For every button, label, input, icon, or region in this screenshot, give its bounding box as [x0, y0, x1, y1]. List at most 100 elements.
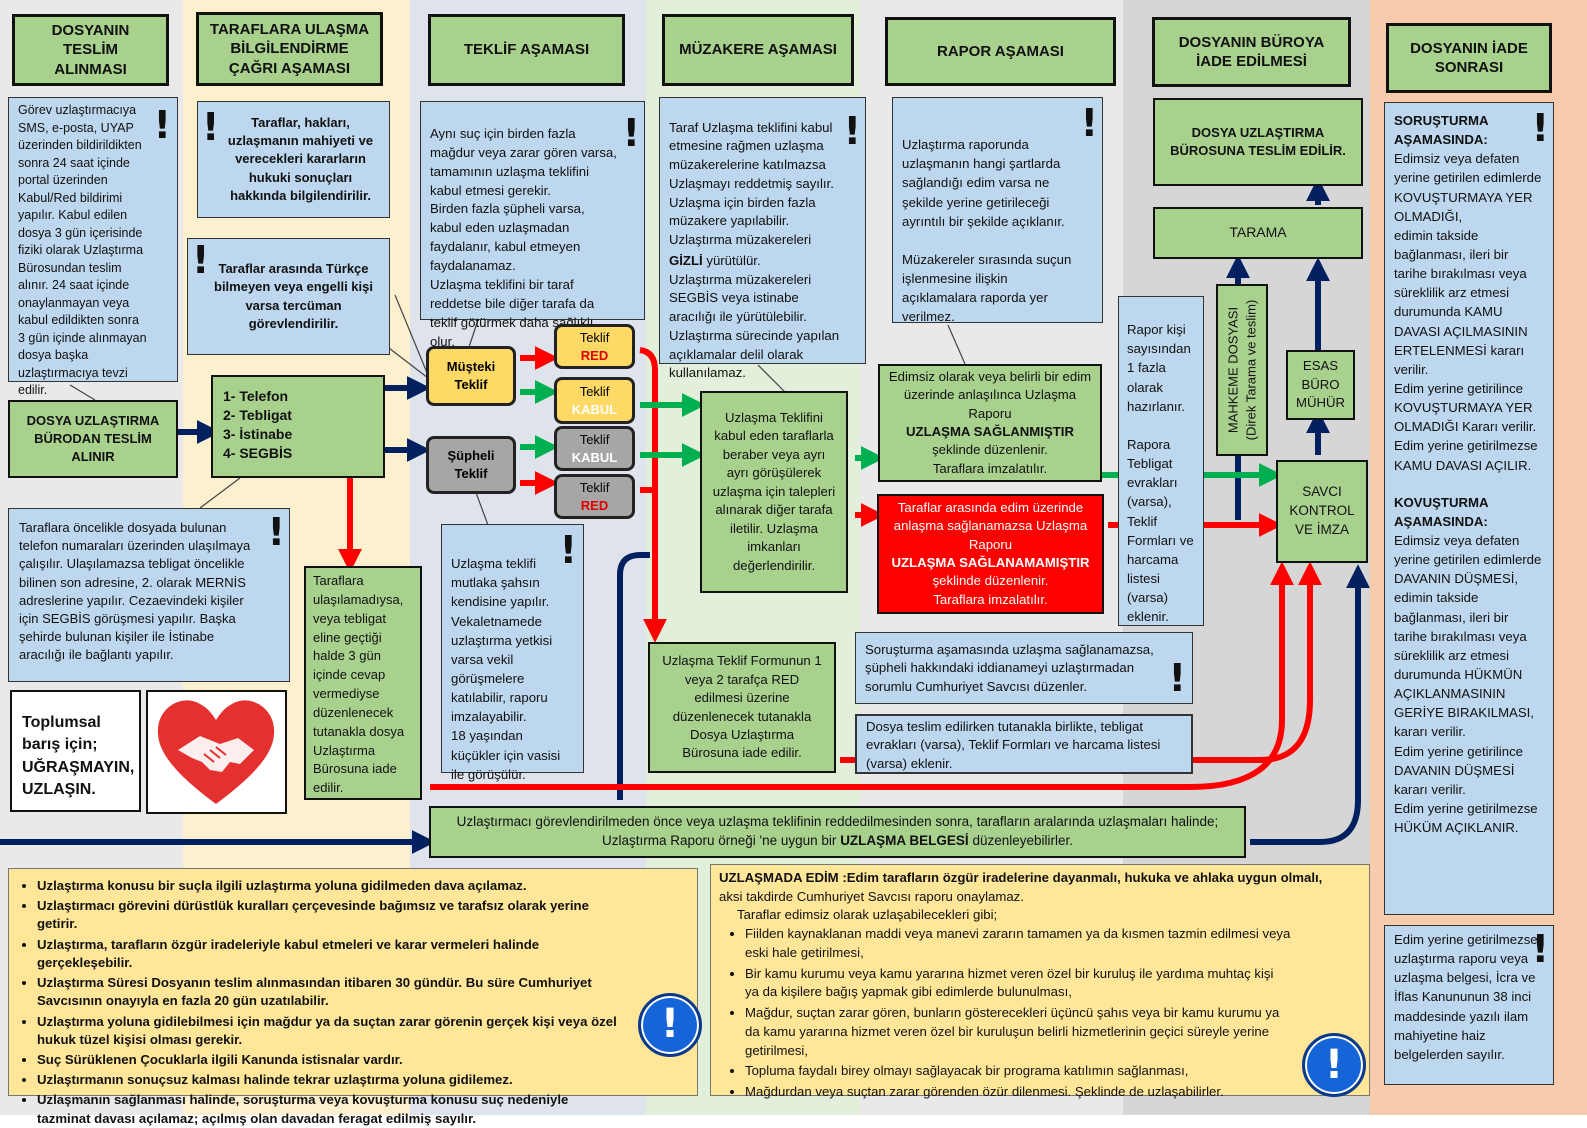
note-ulasma: Taraflara öncelikle dosyada bulunan tele…: [8, 508, 290, 682]
exclamation-icon: !: [1080, 101, 1098, 145]
saglandi-post: şeklinde düzenlenir. Taraflara imzalatıl…: [932, 442, 1048, 476]
note-teklif: Aynı suç için birden fazla mağdur veya z…: [420, 101, 645, 349]
teslim-buro-text: DOSYA UZLAŞTIRMA BÜROSUNA TESLİM EDİLİR.: [1170, 124, 1346, 158]
uzlasma-belgesi-text: Uzlaştırmacı görevlendirilmeden önce vey…: [451, 813, 1224, 851]
note-muzakere: Taraf Uzlaşma teklifini kabul etmesine r…: [659, 97, 866, 380]
uzlasma-belgesi-box: Uzlaştırmacı görevlendirilmeden önce vey…: [429, 806, 1246, 858]
rule-item: Uzlaştırma, tarafların özgür iradeleriyl…: [37, 936, 617, 972]
musteki-teklif-red: Teklif RED: [554, 324, 635, 369]
muzakere-text: Uzlaşma Teklifini kabul eden taraflarla …: [712, 409, 836, 573]
edim-line3: Taraflar edimsiz olarak uzlaşabilecekler…: [737, 907, 998, 923]
dosya-teslim-box: DOSYA UZLAŞTIRMA BÜRODAN TESLİM ALINIR: [8, 400, 178, 478]
kabul-label: KABUL: [571, 449, 618, 465]
kabul-label: KABUL: [571, 401, 618, 417]
edim-line2: aksi takdirde Cumhuriyet Savcısı raporu …: [719, 888, 1024, 904]
note-tutanak-text: Dosya teslim edilirken tutanakla birlikt…: [866, 719, 1161, 771]
musteki-teklif-label: Müşteki Teklif: [446, 359, 496, 392]
note-tutanak: Dosya teslim edilirken tutanakla birlikt…: [855, 714, 1193, 774]
exclamation-icon: !: [153, 103, 171, 147]
info-circle-icon: !: [638, 993, 702, 1057]
teslim-buro-box: DOSYA UZLAŞTIRMA BÜROSUNA TESLİM EDİLİR.: [1153, 98, 1363, 186]
saglanamadi-post: şeklinde düzenlenir. Taraflara imzalatıl…: [932, 573, 1049, 607]
note-bildirim: Görev uzlaştırmacıya SMS, e-posta, UYAP …: [8, 97, 178, 397]
edim-box: UZLAŞMADA EDİM :Edim tarafların özgür ir…: [710, 864, 1370, 1099]
teklif-word: Teklif: [579, 479, 610, 495]
teklif-word: Teklif: [579, 431, 610, 447]
kovusturma-text: Edimsiz veya defaten yerine getirilen ed…: [1394, 532, 1542, 836]
handshake-heart-icon: [146, 690, 287, 814]
savci-box: SAVCI KONTROL VE İMZA: [1276, 460, 1368, 563]
saglandi-bold: UZLAŞMA SAĞLANMIŞTIR: [905, 424, 1074, 439]
teklif-word: Teklif: [579, 383, 610, 399]
belge-bold: UZLAŞMA BELGESİ: [840, 833, 969, 848]
musteki-teklif: Müşteki Teklif: [426, 346, 516, 406]
note-icra-text: Edim yerine getirilmezse uzlaştırma rapo…: [1394, 932, 1538, 1062]
ulasilamadi-text: Taraflara ulaşılamadıysa, veya tebligat …: [313, 573, 405, 796]
edim-list: Fiilden kaynaklanan maddi veya manevi za…: [719, 925, 1361, 1102]
rule-item: Uzlaştırma yoluna gidilebilmesi için mağ…: [37, 1013, 617, 1049]
iletisim-yontemleri-box: 1- Telefon 2- Tebligat 3- İstinabe 4- SE…: [211, 375, 385, 478]
slogan-box: Toplumsal barış için; UĞRAŞMAYIN, UZLAŞI…: [10, 690, 141, 812]
supheli-teklif-kabul: Teklif KABUL: [554, 426, 635, 471]
edim-item: Mağdur, suçtan zarar gören, bunların gös…: [745, 1004, 1291, 1060]
note-rapor-kisi: Rapor kişi sayısından 1 fazla olarak haz…: [1118, 296, 1204, 626]
header-sonrasi: DOSYANIN İADE SONRASI: [1386, 23, 1552, 93]
note-rapor-text: Uzlaştırma raporunda uzlaşmanın hangi şa…: [902, 137, 1072, 325]
supheli-teklif-label: Şüpheli Teklif: [447, 448, 495, 481]
note-ulasma-text: Taraflara öncelikle dosyada bulunan tele…: [19, 520, 251, 663]
ulasilamadi-box: Taraflara ulaşılamadıysa, veya tebligat …: [304, 566, 422, 800]
esas-buro-box: ESAS BÜRO MÜHÜR: [1286, 350, 1355, 420]
belge-pre: Uzlaştırmacı görevlendirilmeden önce vey…: [456, 814, 1219, 848]
rule-item: Uzlaştırma konusu bir suçla ilgili uzlaş…: [37, 877, 617, 895]
red-iade-text: Uzlaşma Teklif Formunun 1 veya 2 tarafça…: [662, 653, 822, 761]
note-bilgilendirme-text: Taraflar, hakları, uzlaşmanın mahiyeti v…: [227, 115, 374, 203]
saglandi-pre: Edimsiz olarak veya belirli bir edim üze…: [888, 368, 1092, 421]
note-sahsen-text: Uzlaşma teklifi mutlaka şahsın kendisine…: [451, 556, 561, 782]
info-circle-icon: !: [1302, 1033, 1366, 1097]
exclamation-icon: !: [1531, 927, 1549, 971]
red-label: RED: [580, 497, 609, 513]
teklif-word: Teklif: [579, 329, 610, 345]
edim-item: Topluma faydalı birey olmayı sağlayacak …: [745, 1062, 1291, 1081]
yontem-item: 2- Tebligat: [223, 406, 292, 423]
rule-item: Uzlaştırmanın sonuçsuz kalması halinde t…: [37, 1071, 617, 1089]
edim-item: Bir kamu kurumu veya kamu yararına hizme…: [745, 965, 1291, 1002]
rules-box: Uzlaştırma konusu bir suçla ilgili uzlaş…: [8, 868, 702, 1126]
supheli-teklif-red: Teklif RED: [554, 474, 635, 519]
tarama-box: TARAMA: [1153, 207, 1363, 259]
note-bilgilendirme: Taraflar, hakları, uzlaşmanın mahiyeti v…: [197, 101, 390, 218]
belge-post: düzenleyebilirler.: [968, 833, 1074, 848]
note-rapor: Uzlaştırma raporunda uzlaşmanın hangi şa…: [892, 97, 1103, 325]
mahkeme-dosyasi-box: MAHKEME DOSYASI (Direk Tarama ve teslim): [1216, 284, 1268, 456]
edim-title-line: UZLAŞMADA EDİM :Edim tarafların özgür ir…: [719, 869, 1361, 888]
edim-item: Mağdurdan veya suçtan zarar görenden özü…: [745, 1083, 1291, 1102]
saglanamadi-bold: UZLAŞMA SAĞLANAMAMIŞTIR: [891, 555, 1090, 570]
rules-list: Uzlaştırma konusu bir suçla ilgili uzlaş…: [19, 877, 687, 1128]
exclamation-icon: !: [1168, 656, 1186, 700]
note-rapor-kisi-text: Rapor kişi sayısından 1 fazla olarak haz…: [1127, 322, 1194, 625]
note-muzakere-text: Taraf Uzlaşma teklifini kabul etmesine r…: [669, 119, 834, 248]
sorusturma-text: Edimsiz veya defaten yerine getirilen ed…: [1394, 151, 1542, 473]
exclamation-icon: !: [559, 528, 577, 572]
note-teklif-text: Aynı suç için birden fazla mağdur veya z…: [430, 125, 617, 349]
kovusturma-title: KOVUŞTURMA AŞAMASINDA:: [1394, 494, 1489, 529]
supheli-teklif: Şüpheli Teklif: [426, 436, 516, 494]
note-iade-sonrasi: SORUŞTURMA AŞAMASINDA: Edimsiz veya defa…: [1384, 102, 1554, 915]
yontem-item: 4- SEGBİS: [223, 444, 293, 461]
edim-item: Fiilden kaynaklanan maddi veya manevi za…: [745, 925, 1291, 962]
note-muzakere-text-2: yürütülür. Uzlaştırma müzakereleri SEGBİ…: [669, 252, 840, 381]
note-bildirim-text: Görev uzlaştırmacıya SMS, e-posta, UYAP …: [18, 103, 147, 397]
mahkeme-dosyasi-text: MAHKEME DOSYASI (Direk Tarama ve teslim): [1225, 299, 1258, 441]
rule-item: Uzlaştırmacı görevini dürüstlük kurallar…: [37, 897, 617, 933]
slogan-text: Toplumsal barış için; UĞRAŞMAYIN, UZLAŞI…: [22, 714, 135, 799]
red-label: RED: [580, 347, 609, 363]
header-muzakere: MÜZAKERE AŞAMASI: [662, 14, 854, 86]
dosya-teslim-text: DOSYA UZLAŞTIRMA BÜRODAN TESLİM ALINIR: [26, 412, 160, 465]
sorusturma-title: SORUŞTURMA AŞAMASINDA:: [1394, 113, 1489, 148]
exclamation-icon: !: [1531, 106, 1549, 150]
esas-buro-text: ESAS BÜRO MÜHÜR: [1295, 358, 1346, 411]
exclamation-icon: !: [192, 238, 210, 282]
note-iddianame: Soruşturma aşamasında uzlaşma sağlanamaz…: [855, 632, 1193, 704]
header-teslim: DOSYANIN TESLİM ALINMASI: [12, 14, 169, 86]
uzlasma-saglanamadi-box: Taraflar arasında edim üzerinde anlaşma …: [877, 494, 1104, 614]
